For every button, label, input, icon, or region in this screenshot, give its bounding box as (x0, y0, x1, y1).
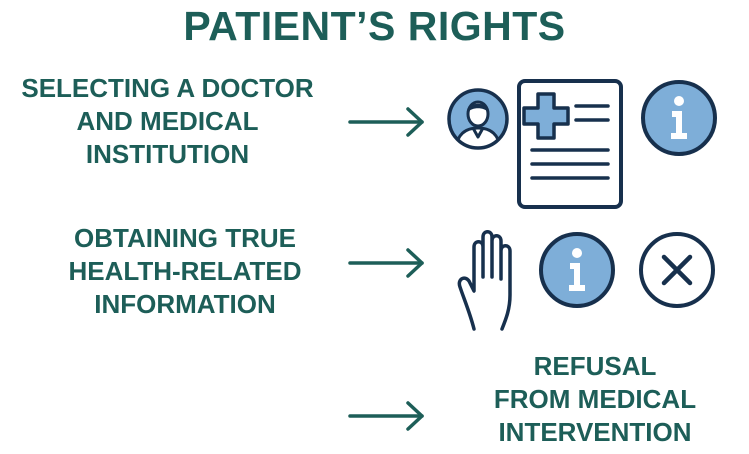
raised-hand-icon (457, 230, 512, 331)
arrow-right-icon (348, 248, 424, 278)
right-label-obtaining-info: OBTAINING TRUE HEALTH-RELATED INFORMATIO… (40, 222, 330, 321)
right-label-line: AND MEDICAL (76, 106, 259, 136)
info-icon (539, 232, 615, 308)
right-label-line: HEALTH-RELATED (68, 256, 302, 286)
avatar-icon (447, 88, 509, 150)
right-label-line: SELECTING A DOCTOR (21, 73, 314, 103)
right-label-selecting-doctor: SELECTING A DOCTOR AND MEDICAL INSTITUTI… (0, 72, 335, 171)
right-label-refusal: REFUSAL FROM MEDICAL INTERVENTION (470, 350, 720, 449)
right-label-line: INTERVENTION (498, 417, 692, 447)
page-title: PATIENT’S RIGHTS (183, 3, 566, 49)
right-label-line: FROM MEDICAL (493, 384, 697, 414)
medical-document-icon (517, 79, 623, 209)
right-label-line: REFUSAL (533, 351, 657, 381)
arrow-right-icon (348, 401, 424, 431)
right-label-line: OBTAINING TRUE (74, 223, 296, 253)
arrow-right-icon (348, 107, 424, 137)
close-icon (639, 232, 715, 308)
info-icon (641, 80, 717, 156)
right-label-line: INSTITUTION (85, 139, 250, 169)
right-label-line: INFORMATION (94, 289, 276, 319)
